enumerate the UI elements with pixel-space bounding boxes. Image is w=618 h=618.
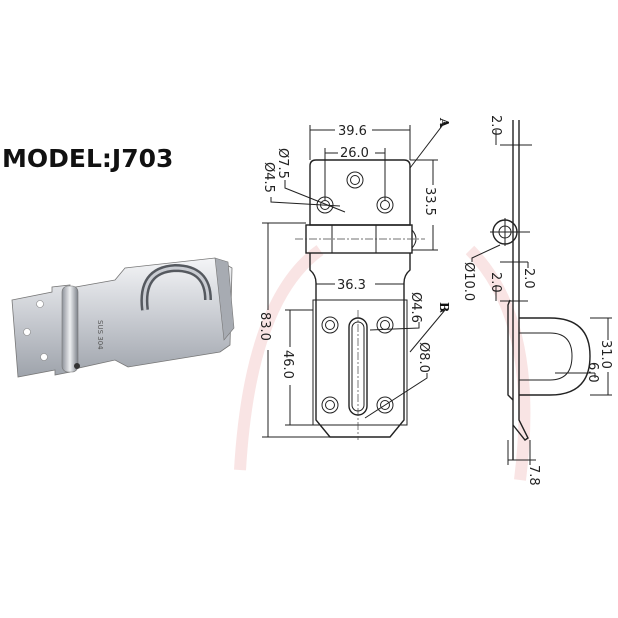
dim-thickness-top: 2.0 [488,115,503,136]
dim-bottom-hole-spacing: 46.0 [280,350,295,379]
dim-bottom-hole-outer-dia: Ø8.0 [416,342,431,373]
watermark [234,245,531,481]
dim-overall-length: 83.0 [257,312,272,341]
dim-overall-width: 39.6 [338,124,367,139]
dim-end-offset: 7.8 [526,465,541,486]
product-stamp: SUS 304 [96,320,104,350]
dim-barrel-offset: 2.0 [521,268,536,289]
dim-staple-length: 31.0 [598,340,613,369]
dim-top-hole-spacing: 26.0 [340,146,369,161]
callout-b: B [437,302,451,312]
front-view: 39.6 26.0 Ø7.5 Ø4.5 33.5 83.0 36.3 46.0 … [257,117,451,440]
dim-bottom-hole-inner-dia: Ø4.6 [408,292,423,323]
model-title: MODEL:J703 [2,144,174,173]
dim-hole-outer-dia: Ø7.5 [275,148,290,179]
dim-top-plate-height: 33.5 [422,187,437,216]
dim-hole-inner-dia: Ø4.5 [261,162,276,193]
dim-barrel-dia: Ø10.0 [461,262,476,301]
staple [519,317,591,396]
mounting-holes-bottom [321,316,394,414]
mounting-holes-top [316,171,394,214]
dim-plate-thickness: 2.0 [488,272,503,293]
dim-bottom-width: 36.3 [337,278,366,293]
product-photo: SUS 304 [11,257,235,378]
side-view: 2.0 Ø10.0 2.0 2.0 31.0 6.0 7.8 [461,115,613,486]
dim-staple-wire-dia: 6.0 [585,362,600,383]
